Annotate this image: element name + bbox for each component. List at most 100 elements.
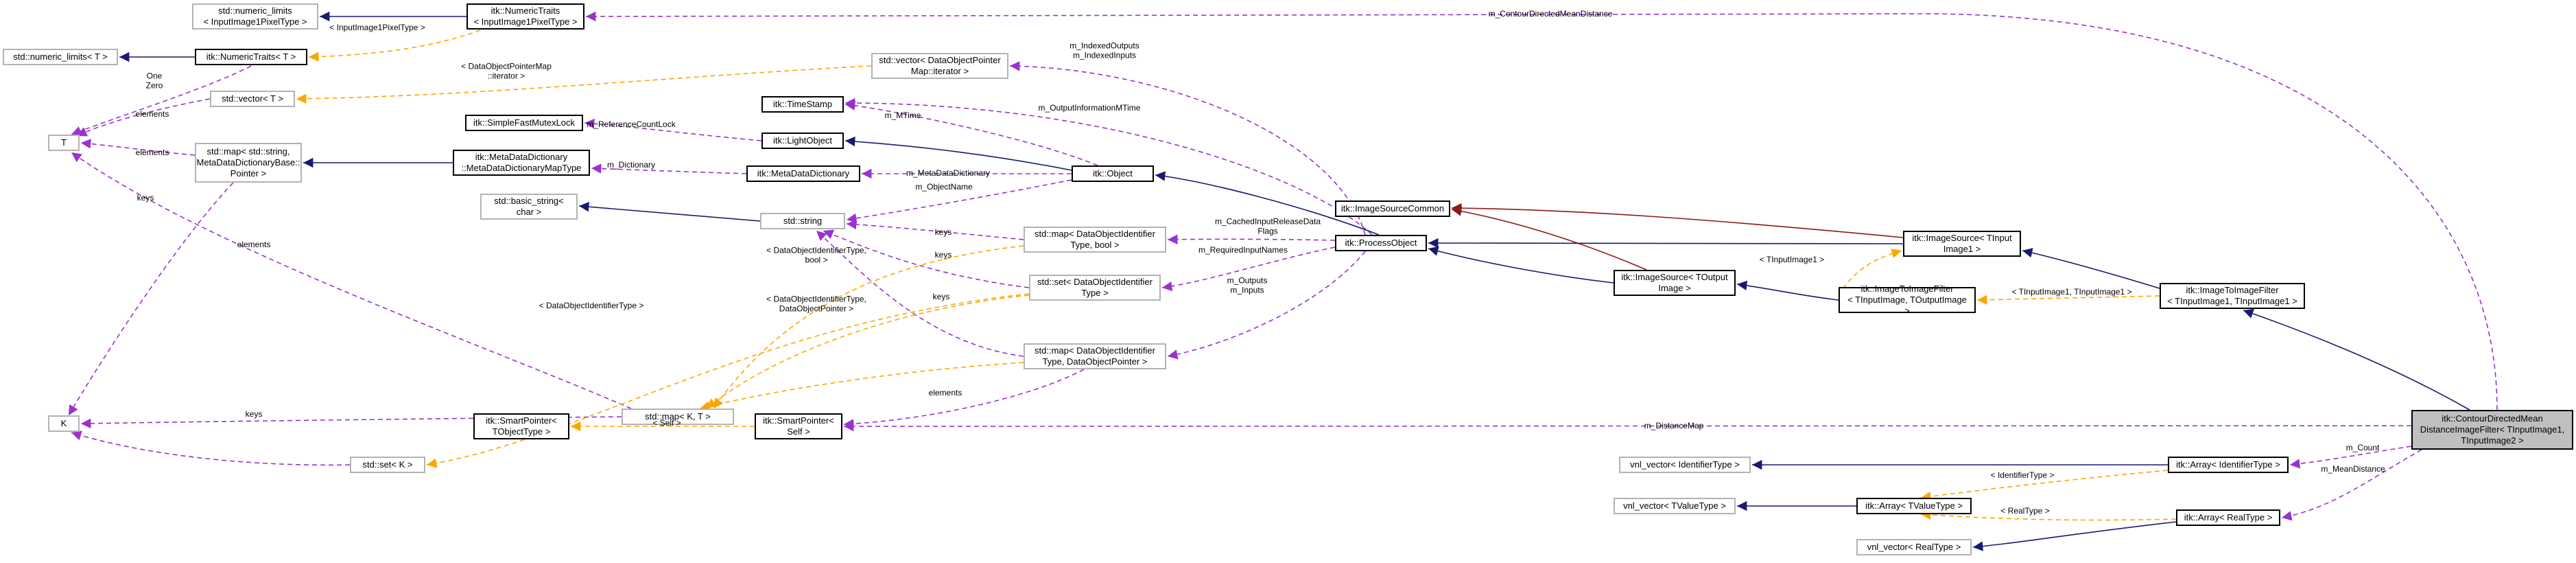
edge-label-dictionary: m_Dictionary [606,159,656,170]
node-numeric-traits-pixel[interactable]: itk::NumericTraits < InputImage1PixelTyp… [466,3,584,30]
node-std-string[interactable]: std::string [760,213,845,229]
edge-t-to-vector-t [76,98,211,137]
edge-imagesourcecommon-from-in [1451,203,1904,238]
node-vnl-vector-realtype[interactable]: vnl_vector< RealType > [1856,539,1972,555]
edge-label-dop-map-iterator: < DataObjectPointerMap ::iterator > [461,61,552,81]
edge-label-doid-bool: < DataObjectIdentifierType, bool > [766,245,866,265]
edge-label-indexed-io: m_IndexedOutputs m_IndexedInputs [1070,41,1139,60]
edge-label-mtime: m_MTime [884,110,921,120]
edge-i2i-in-to-i2i-out [1976,295,2160,305]
node-simple-fast-mutex-lock[interactable]: itk::SimpleFastMutexLock [465,115,583,131]
edge-label-input-pixel-type: < InputImage1PixelType > [329,22,425,32]
node-metadata-dictionary-map-type[interactable]: itk::MetaDataDictionary ::MetaDataDictio… [453,150,590,176]
edge-array-tvalue-to-array-realtype [1920,509,2177,521]
node-object[interactable]: itk::Object [1072,165,1154,182]
edge-label-cached-input-release: m_CachedInputReleaseData Flags [1214,216,1321,236]
edge-array-tvalue-to-array-idtype [1920,470,2169,502]
node-image-source-output[interactable]: itk::ImageSource< TOutput Image > [1614,270,1736,296]
edge-map-kt-to-map-doid-bool [713,245,1024,409]
edge-label-elements-vector: elements [135,108,169,119]
edge-processobject-to-timestamp [844,97,1373,235]
node-image-to-image-filter-output[interactable]: itk::ImageToImageFilter < TInputImage, T… [1839,284,1976,316]
edge-label-metadata-dictionary: m_MetaDataDictionary [906,168,991,178]
edge-processobject-to-vector-dop [1009,61,1366,235]
edge-object-to-lightobject [844,136,1072,171]
node-array-identifiertype[interactable]: itk::Array< IdentifierType > [2168,457,2289,473]
node-array-tvaluetype[interactable]: itk::Array< TValueType > [1856,498,1972,514]
node-std-set-doid[interactable]: std::set< DataObjectIdentifier Type > [1029,275,1161,301]
edge-label-realtype: < RealType > [2000,505,2050,516]
node-std-map-metadata[interactable]: std::map< std::string, MetaDataDictionar… [195,143,302,183]
edge-label-required-input-names: m_RequiredInputNames [1198,244,1288,255]
node-vnl-vector-identifiertype[interactable]: vnl_vector< IdentifierType > [1619,457,1751,473]
edge-processobject-to-object [1155,171,1380,235]
edge-array-realtype-to-vnl-realtype [1972,521,2177,551]
edge-label-object-name: m_ObjectName [915,181,973,192]
node-image-source-common[interactable]: itk::ImageSourceCommon [1335,200,1450,217]
node-image-source-input[interactable]: itk::ImageSource< TInput Image1 > [1903,231,2021,257]
edge-label-outputs-inputs: m_Outputs m_Inputs [1227,275,1268,295]
node-std-map-k-t[interactable]: std::map< K, T > [622,409,734,425]
node-smart-pointer-self[interactable]: itk::SmartPointer< Self > [755,413,842,439]
edge-focus-to-numtraits-pixel [585,11,2498,411]
edge-label-keys-bool: keys [934,227,952,237]
edge-imagesourcecommon-from-out [1451,206,1647,271]
edge-label-output-information-mtime: m_OutputInformationMTime [1038,102,1141,113]
node-numeric-traits-t[interactable]: itk::NumericTraits< T > [195,49,307,65]
node-array-realtype[interactable]: itk::Array< RealType > [2176,509,2280,526]
edge-i2i-in-to-imagesource-in [2022,248,2160,289]
edge-map-kt-to-set-doid [706,295,1030,409]
node-t[interactable]: T [48,135,80,151]
edge-focus-to-array-realtype [2281,449,2422,521]
edge-set-k-to-set-doid [426,293,1030,468]
edge-label-keys-set: keys [934,249,952,260]
node-vnl-vector-tvaluetype[interactable]: vnl_vector< TValueType > [1614,498,1736,514]
edge-label-elements-kt: elements [237,239,271,249]
edge-numtraits-t-to-numtraits-pixel [308,30,481,62]
node-std-basic-string[interactable]: std::basic_string< char > [480,194,578,220]
edge-layer [68,11,2498,551]
node-light-object[interactable]: itk::LightObject [761,133,844,149]
edge-label-keys-map: keys [137,192,154,203]
node-std-numeric-limits-pixel[interactable]: std::numeric_limits < InputImage1PixelTy… [192,3,318,30]
edge-processobject-to-map-doid-dop [1167,251,1366,360]
edge-map-doid-dop-to-string [816,230,1024,357]
edge-object-to-timestamp [844,100,1098,166]
edge-processobject-to-set-doid [1161,246,1336,292]
edge-map-kt-to-t [71,152,632,409]
edge-label-contour-mean-distance: m_ContourDirectedMeanDistance [1488,8,1613,19]
edge-processobject-to-map-doid-bool [1167,234,1336,244]
edge-focus-to-i2i-in [2243,308,2470,411]
node-std-map-doid-dop[interactable]: std::map< DataObjectIdentifier Type, Dat… [1024,343,1166,369]
node-std-numeric-limits-t[interactable]: std::numeric_limits< T > [3,49,118,65]
edge-label-doid: < DataObjectIdentifierType > [539,300,644,310]
edge-i2i-out-to-imagesource-out [1736,280,1839,301]
node-std-vector-t[interactable]: std::vector< T > [210,91,295,107]
node-smart-pointer-tobjecttype[interactable]: itk::SmartPointer< TObjectType > [473,413,569,439]
edge-label-one-zero: One Zero [145,71,163,91]
edge-label-tinputimage1: < TInputImage1 > [1759,254,1825,264]
node-process-object[interactable]: itk::ProcessObject [1335,235,1427,251]
node-std-map-doid-bool[interactable]: std::map< DataObjectIdentifier Type, boo… [1024,227,1166,253]
edge-set-k-to-k [71,430,351,466]
edge-imagesource-out-to-processobject [1428,246,1614,284]
node-k[interactable]: K [48,415,80,432]
edge-label-distance-map: m_DistanceMap [1644,420,1704,430]
node-time-stamp[interactable]: itk::TimeStamp [761,96,844,113]
node-std-vector-dop-iterator[interactable]: std::vector< DataObjectPointer Map::iter… [871,53,1008,79]
node-std-set-k[interactable]: std::set< K > [350,457,425,473]
edge-map-kt-to-map-doid-dop [699,362,1024,411]
edge-sp-self-to-map-doid-dop [843,369,1085,429]
edge-string-to-basic-string [578,202,761,222]
node-image-to-image-filter-input[interactable]: itk::ImageToImageFilter < TInputImage1, … [2160,283,2305,309]
edge-label-keys-kt-second: keys [932,291,950,301]
edge-label-self: < Self > [652,417,681,428]
edge-label-reference-count-lock: m_ReferenceCountLock [587,119,676,129]
edge-imagesource-in-to-processobject [1428,238,1904,249]
node-contour-directed-mean-distance-filter[interactable]: itk::ContourDirectedMean DistanceImageFi… [2411,410,2573,450]
edge-vector-t-to-vector-dop [296,65,872,104]
edge-focus-to-array-idtype [2289,446,2412,469]
node-metadata-dictionary[interactable]: itk::MetaDataDictionary [746,165,860,182]
edge-label-elements-smart-pointer: elements [928,387,962,398]
